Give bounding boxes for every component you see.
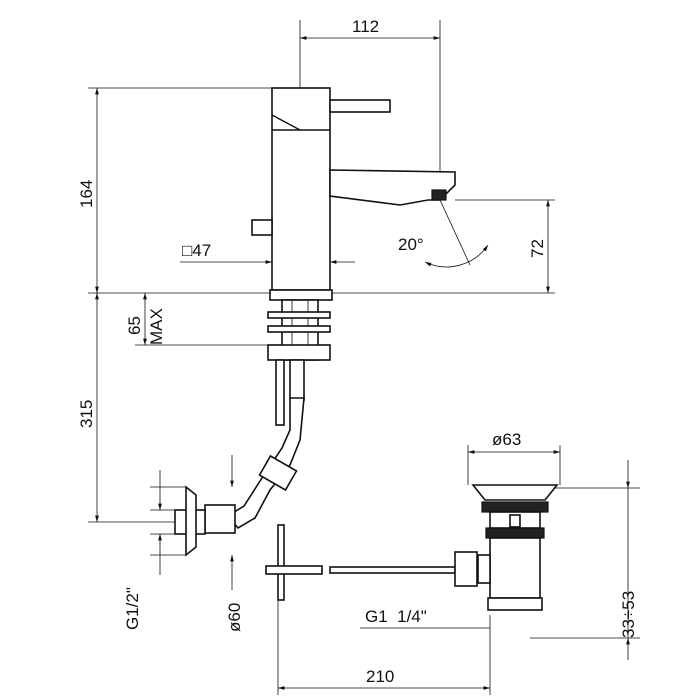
dim-60: ø60 bbox=[225, 603, 244, 632]
popup-rod bbox=[265, 524, 456, 601]
waste-assembly bbox=[454, 484, 559, 611]
dim-164: 164 bbox=[77, 180, 96, 208]
lever-handle bbox=[329, 99, 391, 113]
faucet-body bbox=[251, 87, 456, 301]
dim-20deg: 20° bbox=[398, 235, 424, 254]
dim-47: □47 bbox=[182, 241, 211, 260]
waste-lever-nut bbox=[454, 551, 478, 587]
dim-63: ø63 bbox=[492, 430, 521, 449]
waste-cap bbox=[471, 484, 559, 501]
dim-112: 112 bbox=[352, 17, 379, 36]
dim-33-53: 33÷53 bbox=[619, 591, 638, 638]
extension-lines bbox=[88, 20, 640, 695]
dim-g114: G1 1/4" bbox=[365, 607, 427, 626]
dim-max: MAX bbox=[147, 308, 166, 345]
wall-flange bbox=[185, 485, 197, 557]
shank-assembly bbox=[174, 299, 331, 557]
dim-72: 72 bbox=[528, 239, 547, 258]
dimension-lines bbox=[95, 36, 630, 690]
dim-g12: G1/2" bbox=[123, 587, 142, 630]
dim-65: 65 bbox=[125, 316, 144, 335]
dim-315: 315 bbox=[77, 400, 96, 428]
popup-knob bbox=[251, 219, 273, 236]
dim-210: 210 bbox=[366, 667, 394, 686]
